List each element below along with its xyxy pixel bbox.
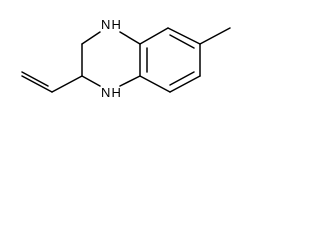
ring-bond-c8a-c5 xyxy=(139,27,169,45)
ring-bond-c3-n4 xyxy=(81,75,101,87)
ring-bond-c7-c8 xyxy=(169,75,201,93)
ring-bond-c8a-n1 xyxy=(119,31,141,45)
vinyl-single-bond xyxy=(51,75,83,93)
nh-top-label: N H xyxy=(101,17,121,32)
chemical-structure-diagram: N H N H xyxy=(21,17,231,100)
nh-bottom-label: N H xyxy=(101,85,121,100)
ring-bond-n1-c2 xyxy=(81,31,101,45)
ring-bond-c8-c4a xyxy=(139,75,171,93)
ring-double-bond-c5-c6-inner xyxy=(169,34,195,49)
vinyl-double-bond-a xyxy=(21,75,53,93)
ring-bond-c5-c6 xyxy=(167,27,201,45)
vinyl-double-bond-b xyxy=(21,71,49,87)
ring-double-bond-c7-c8-inner xyxy=(169,71,195,86)
methyl-bond xyxy=(199,27,231,45)
ring-bond-n4-c4a xyxy=(119,75,141,87)
